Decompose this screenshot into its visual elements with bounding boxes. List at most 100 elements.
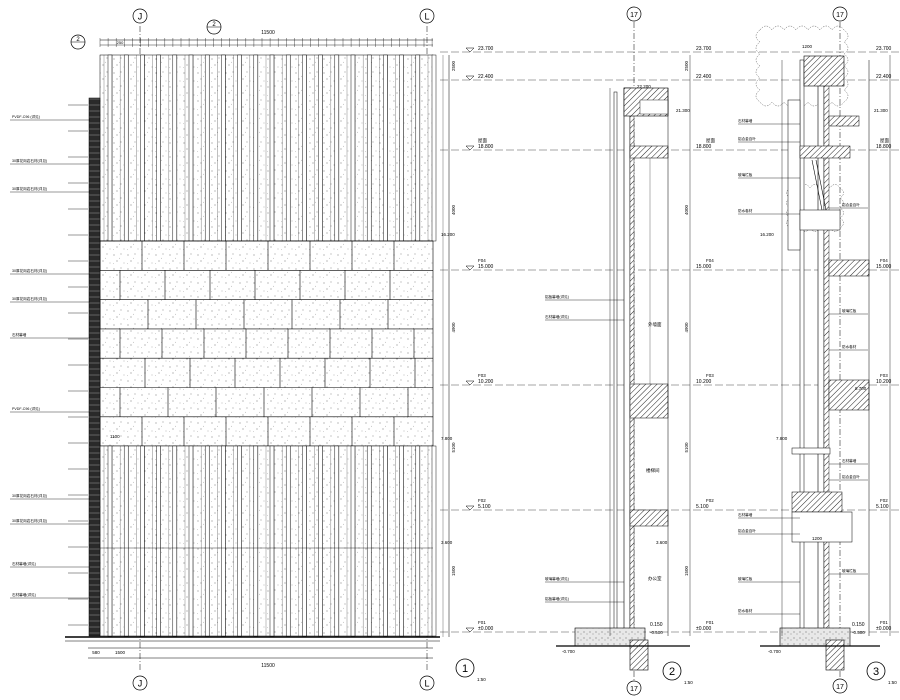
level-mark: 15.000: [478, 264, 494, 270]
grid-axis-17-top-s3: 17: [836, 12, 844, 19]
vertical-fin: [156, 445, 161, 637]
level-tag: F02: [880, 498, 888, 503]
level-mark: 10.200: [478, 379, 494, 385]
s3-note: 防水卷材: [842, 344, 857, 349]
vertical-fin: [188, 54, 194, 242]
bottom-dim-1: 580: [92, 650, 100, 655]
s3-mark-ground: -0.700: [768, 649, 781, 654]
level-mark: 23.700: [876, 46, 892, 52]
grid-axis-l-top: L: [424, 12, 429, 22]
mark-21300-s3: 21.300: [874, 108, 888, 113]
level-mark: 18.800: [876, 144, 892, 150]
vertical-fin: [237, 54, 242, 242]
vertical-fin: [269, 54, 275, 242]
level-mark: 10.200: [876, 379, 892, 385]
ref-bubble: 2: [212, 22, 216, 28]
level-tag: 屋面: [706, 138, 715, 144]
elevation-1: 11500 250 PVDF-C96 (详见) 30厚花岗岩石材(详见) 30厚花岗…: [10, 8, 486, 691]
left-note: 石材幕墙: [12, 332, 27, 337]
vertical-fin: [253, 445, 259, 637]
level-tag: F01: [706, 620, 714, 625]
section-2: 17 17 外墙面 楼梯间 办公室 铝板幕墙(详见)石材幕墙(详见)玻璃幕墙(详…: [545, 6, 693, 696]
level-dim: 2500: [684, 60, 689, 71]
s3-dim-1200-top: 1200: [802, 44, 813, 49]
vertical-fin: [366, 54, 372, 242]
overall-dimension-bottom: 11500: [261, 663, 275, 669]
s2-mark-ground: -0.700: [562, 649, 575, 654]
grid-axis-17-bottom-s2: 17: [630, 686, 638, 693]
level-dim: 2500: [451, 60, 456, 71]
vertical-fin: [399, 445, 404, 637]
s2-note: 铝板幕墙(详见): [545, 294, 569, 299]
s2-room-label-3: 办公室: [648, 575, 662, 582]
panel-module-label: 250: [117, 40, 124, 45]
left-note: PVDF-C96 (详见): [12, 114, 40, 119]
s2-mark-3600: 3.600: [656, 540, 668, 545]
level-mark: 23.700: [478, 46, 494, 52]
vertical-fin: [204, 445, 210, 637]
s3-note: 铝合金百叶: [842, 202, 860, 207]
vertical-fin: [431, 54, 437, 242]
level-mark: ±0.000: [876, 626, 891, 632]
left-note: 石材幕墙(详见): [12, 592, 36, 597]
vertical-fin: [140, 445, 145, 637]
scale-label-3: 1:50: [888, 680, 897, 685]
left-note: 石材幕墙(详见): [12, 561, 36, 566]
vertical-fin: [383, 54, 388, 242]
level-mark: 18.800: [696, 144, 712, 150]
level-tag: F03: [706, 373, 714, 378]
vertical-fin: [415, 445, 421, 637]
level-mark: 5.100: [478, 504, 491, 510]
s2-note: 石材幕墙(详见): [545, 314, 569, 319]
s3-note: 铝合金百叶: [842, 474, 860, 479]
level-tag: F03: [478, 373, 486, 378]
s3-note: 石材幕墙: [842, 458, 857, 463]
level-tag: 屋面: [880, 138, 889, 144]
s3-dim-1200: 1200: [812, 536, 823, 541]
left-note: 30厚花岗岩石材(详见): [12, 158, 47, 163]
vertical-fin: [350, 54, 356, 242]
s2-note: 铝板幕墙(详见): [545, 596, 569, 601]
level-dim: 4900: [451, 322, 456, 333]
s3-mark-floor: 0.150: [852, 622, 865, 628]
vertical-fin: [285, 445, 291, 637]
level-tag: 屋面: [478, 138, 487, 144]
level-dim: 1500: [684, 565, 689, 576]
s3-note: 玻璃栏板: [842, 568, 857, 573]
level-mark: ±0.000: [478, 626, 493, 632]
level-dim: 4000: [684, 204, 689, 215]
grid-axis-17-bottom-s3: 17: [836, 684, 844, 691]
vertical-fin: [269, 445, 275, 637]
vertical-fin: [431, 445, 437, 637]
s3-note: 玻璃栏板: [738, 172, 753, 177]
vertical-fin: [107, 445, 113, 637]
s3-mark-7800: 7.800: [776, 436, 788, 441]
level-mark: 10.200: [696, 379, 712, 385]
stone-band-dim: 1100: [110, 434, 120, 439]
grid-axis-j-top: J: [138, 12, 143, 22]
s3-note: 玻璃栏板: [738, 576, 753, 581]
scale-label-1: 1:50: [477, 677, 486, 682]
vertical-fin: [318, 54, 323, 242]
left-note: 30厚花岗岩石材(详见): [12, 493, 47, 498]
left-note: 30厚花岗岩石材(详见): [12, 296, 47, 301]
vertical-fin: [172, 445, 178, 637]
level-dim: 4900: [684, 322, 689, 333]
s3-note: 防水卷材: [738, 608, 753, 613]
level-mark: 18.800: [478, 144, 494, 150]
level-mark: 5.100: [696, 504, 709, 510]
left-note: 30厚花岗岩石材(详见): [12, 518, 47, 523]
level-mark: 5.100: [876, 504, 889, 510]
mark-16200: 16.200: [441, 232, 455, 237]
level-tag: F02: [478, 498, 486, 503]
vertical-fin: [123, 445, 129, 637]
level-tag: F04: [478, 258, 486, 263]
level-dim: 5100: [684, 442, 689, 453]
s2-mark-sub: -0.500: [650, 630, 663, 635]
grid-axis-l-bottom: L: [424, 679, 429, 689]
level-dim: 4000: [451, 204, 456, 215]
level-tag: F04: [880, 258, 888, 263]
s3-note: 玻璃栏板: [842, 308, 857, 313]
